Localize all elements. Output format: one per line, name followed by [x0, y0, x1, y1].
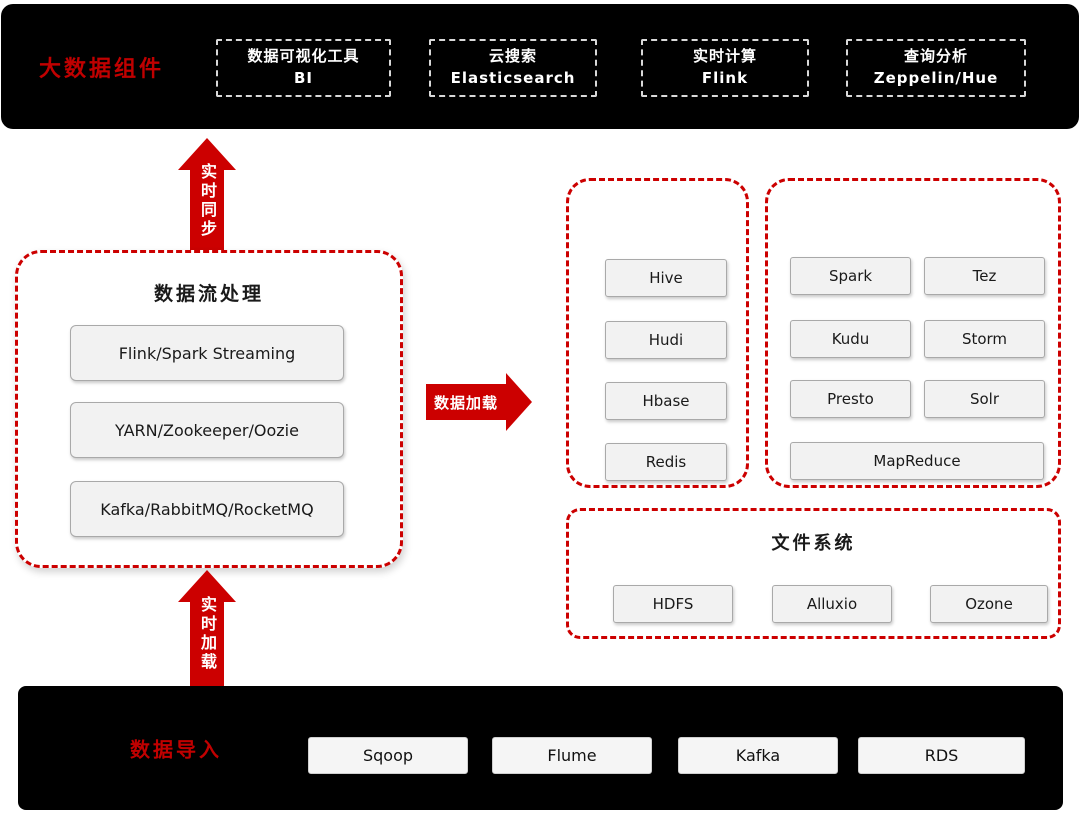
stream-item-yarn-zookeeper-oozie: YARN/Zookeeper/Oozie [70, 402, 344, 458]
data-import-bar: 数据导入 Sqoop Flume Kafka RDS [18, 686, 1063, 810]
storage-item-hive: Hive [605, 259, 727, 297]
compute-group-panel: Spark Tez Kudu Storm Presto Solr MapRedu… [765, 178, 1061, 488]
compute-item-spark: Spark [790, 257, 911, 295]
arrow-up-head-icon [178, 138, 236, 170]
arrow-label: 实时同步 [198, 162, 217, 239]
component-label-cn: 数据可视化工具 [247, 47, 360, 66]
bottom-bar-title: 数据导入 [130, 737, 222, 762]
arrow-realtime-sync: 实时同步 [178, 138, 236, 251]
stream-processing-title: 数据流处理 [153, 283, 264, 305]
compute-item-presto: Presto [790, 380, 911, 418]
arrow-label: 实时加载 [198, 596, 217, 672]
fs-item-alluxio: Alluxio [772, 585, 892, 623]
import-item-flume: Flume [492, 737, 652, 774]
compute-item-storm: Storm [924, 320, 1045, 358]
import-item-sqoop: Sqoop [308, 737, 468, 774]
import-item-rds: RDS [858, 737, 1025, 774]
compute-item-tez: Tez [924, 257, 1045, 295]
component-label-en: Elasticsearch [450, 69, 576, 87]
arrow-label: 数据加载 [426, 384, 506, 420]
file-system-panel: 文件系统 HDFS Alluxio Ozone [566, 508, 1061, 639]
fs-item-ozone: Ozone [930, 585, 1048, 623]
component-label-en: Flink [701, 69, 749, 87]
file-system-title: 文件系统 [771, 533, 856, 554]
component-label-cn: 实时计算 [692, 47, 757, 66]
component-box-elasticsearch: 云搜索 Elasticsearch [429, 39, 597, 97]
compute-item-mapreduce: MapReduce [790, 442, 1044, 480]
component-box-bi: 数据可视化工具 BI [216, 39, 391, 97]
import-item-kafka: Kafka [678, 737, 838, 774]
stream-item-kafka-rabbitmq-rocketmq: Kafka/RabbitMQ/RocketMQ [70, 481, 344, 537]
arrow-shaft [190, 169, 224, 251]
component-label-en: BI [293, 69, 313, 87]
component-box-zeppelin-hue: 查询分析 Zeppelin/Hue [846, 39, 1026, 97]
arrow-up-head-icon [178, 570, 236, 602]
component-label-cn: 云搜索 [488, 47, 537, 66]
storage-item-hbase: Hbase [605, 382, 727, 420]
component-label-cn: 查询分析 [903, 47, 968, 66]
top-components-bar: 大数据组件 数据可视化工具 BI 云搜索 Elasticsearch 实时计算 … [1, 4, 1079, 129]
stream-item-flink-spark-streaming: Flink/Spark Streaming [70, 325, 344, 381]
component-label-en: Zeppelin/Hue [873, 69, 999, 87]
compute-item-solr: Solr [924, 380, 1045, 418]
arrow-right-head-icon [506, 373, 532, 431]
arrow-realtime-load: 实时加载 [178, 570, 236, 686]
storage-group-panel: Hive Hudi Hbase Redis [566, 178, 749, 488]
arrow-shaft [190, 601, 224, 686]
compute-item-kudu: Kudu [790, 320, 911, 358]
top-bar-title: 大数据组件 [39, 56, 165, 82]
storage-item-redis: Redis [605, 443, 727, 481]
component-box-flink: 实时计算 Flink [641, 39, 809, 97]
storage-item-hudi: Hudi [605, 321, 727, 359]
arrow-data-load: 数据加载 [426, 373, 532, 431]
fs-item-hdfs: HDFS [613, 585, 733, 623]
stream-processing-panel: 数据流处理 Flink/Spark Streaming YARN/Zookeep… [15, 250, 403, 568]
